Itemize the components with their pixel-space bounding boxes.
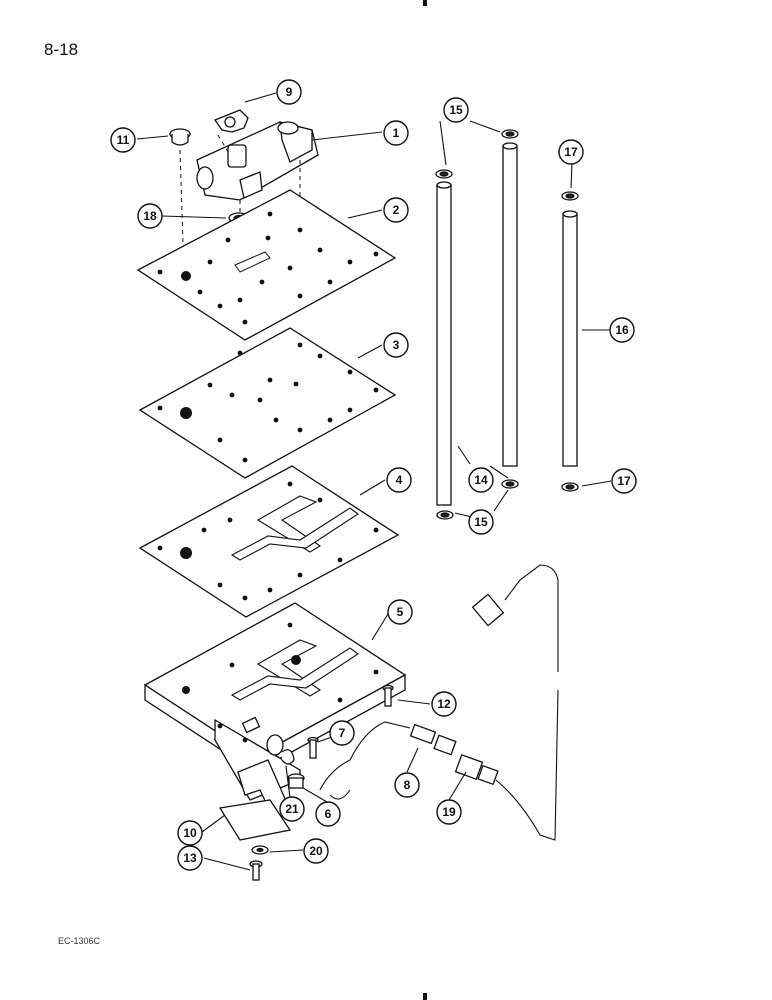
callout-6: 6 bbox=[315, 801, 341, 827]
svg-text:13: 13 bbox=[183, 851, 197, 865]
svg-text:2: 2 bbox=[393, 203, 400, 217]
svg-text:15: 15 bbox=[449, 103, 463, 117]
callout-13: 13 bbox=[177, 845, 203, 871]
svg-text:11: 11 bbox=[117, 133, 130, 147]
svg-text:9: 9 bbox=[286, 85, 293, 99]
callout-17-top: 17 bbox=[558, 139, 584, 165]
plate-middle bbox=[138, 327, 397, 479]
page-top-mark bbox=[423, 0, 427, 6]
svg-text:18: 18 bbox=[143, 209, 157, 223]
callout-20: 20 bbox=[303, 838, 329, 864]
callout-7: 7 bbox=[329, 720, 355, 746]
svg-text:17: 17 bbox=[564, 145, 578, 159]
svg-text:6: 6 bbox=[325, 807, 332, 821]
callout-18: 18 bbox=[137, 203, 163, 229]
svg-text:14: 14 bbox=[474, 473, 488, 487]
callout-17-bottom: 17 bbox=[611, 468, 637, 494]
figure-reference-code: EC-1306C bbox=[58, 936, 101, 946]
mounting-block bbox=[143, 602, 407, 801]
callout-11: 11 bbox=[110, 127, 136, 153]
sensor-harness bbox=[319, 564, 559, 841]
svg-text:8: 8 bbox=[404, 778, 411, 792]
callout-19: 19 bbox=[436, 799, 462, 825]
tube-middle bbox=[501, 129, 519, 489]
svg-text:10: 10 bbox=[183, 826, 197, 840]
callout-12: 12 bbox=[431, 691, 457, 717]
bracket-clip bbox=[213, 109, 249, 133]
plate-upper-gasket bbox=[136, 189, 397, 341]
plate-lower-gasket bbox=[138, 465, 400, 618]
svg-text:1: 1 bbox=[393, 126, 400, 140]
svg-text:21: 21 bbox=[285, 802, 299, 816]
plug-cap bbox=[169, 128, 191, 146]
svg-text:4: 4 bbox=[396, 473, 403, 487]
tube-left bbox=[435, 169, 454, 520]
callout-8: 8 bbox=[394, 772, 420, 798]
svg-text:12: 12 bbox=[437, 697, 451, 711]
fasteners bbox=[249, 684, 394, 881]
callout-21: 21 bbox=[279, 796, 305, 822]
page-bottom-mark bbox=[423, 993, 427, 1000]
svg-text:7: 7 bbox=[339, 726, 346, 740]
svg-text:15: 15 bbox=[474, 515, 488, 529]
svg-text:17: 17 bbox=[617, 474, 631, 488]
callout-3: 3 bbox=[383, 332, 409, 358]
svg-text:16: 16 bbox=[615, 323, 629, 337]
support-bracket bbox=[218, 759, 292, 841]
callout-16: 16 bbox=[609, 317, 635, 343]
callout-4: 4 bbox=[386, 467, 412, 493]
svg-text:3: 3 bbox=[393, 338, 400, 352]
svg-text:19: 19 bbox=[442, 805, 456, 819]
page-number: 8-18 bbox=[44, 40, 79, 59]
svg-text:5: 5 bbox=[397, 605, 404, 619]
leader-lines bbox=[136, 92, 612, 871]
callout-10: 10 bbox=[177, 820, 203, 846]
callout-1: 1 bbox=[383, 120, 409, 146]
callout-14: 14 bbox=[468, 467, 494, 493]
svg-text:20: 20 bbox=[309, 844, 323, 858]
callout-2: 2 bbox=[383, 197, 409, 223]
tube-right bbox=[561, 191, 579, 492]
valve-body bbox=[196, 121, 319, 201]
callout-15-bottom: 15 bbox=[468, 509, 494, 535]
callout-9: 9 bbox=[276, 79, 302, 105]
callout-5: 5 bbox=[387, 599, 413, 625]
callout-15-top: 15 bbox=[443, 97, 469, 123]
